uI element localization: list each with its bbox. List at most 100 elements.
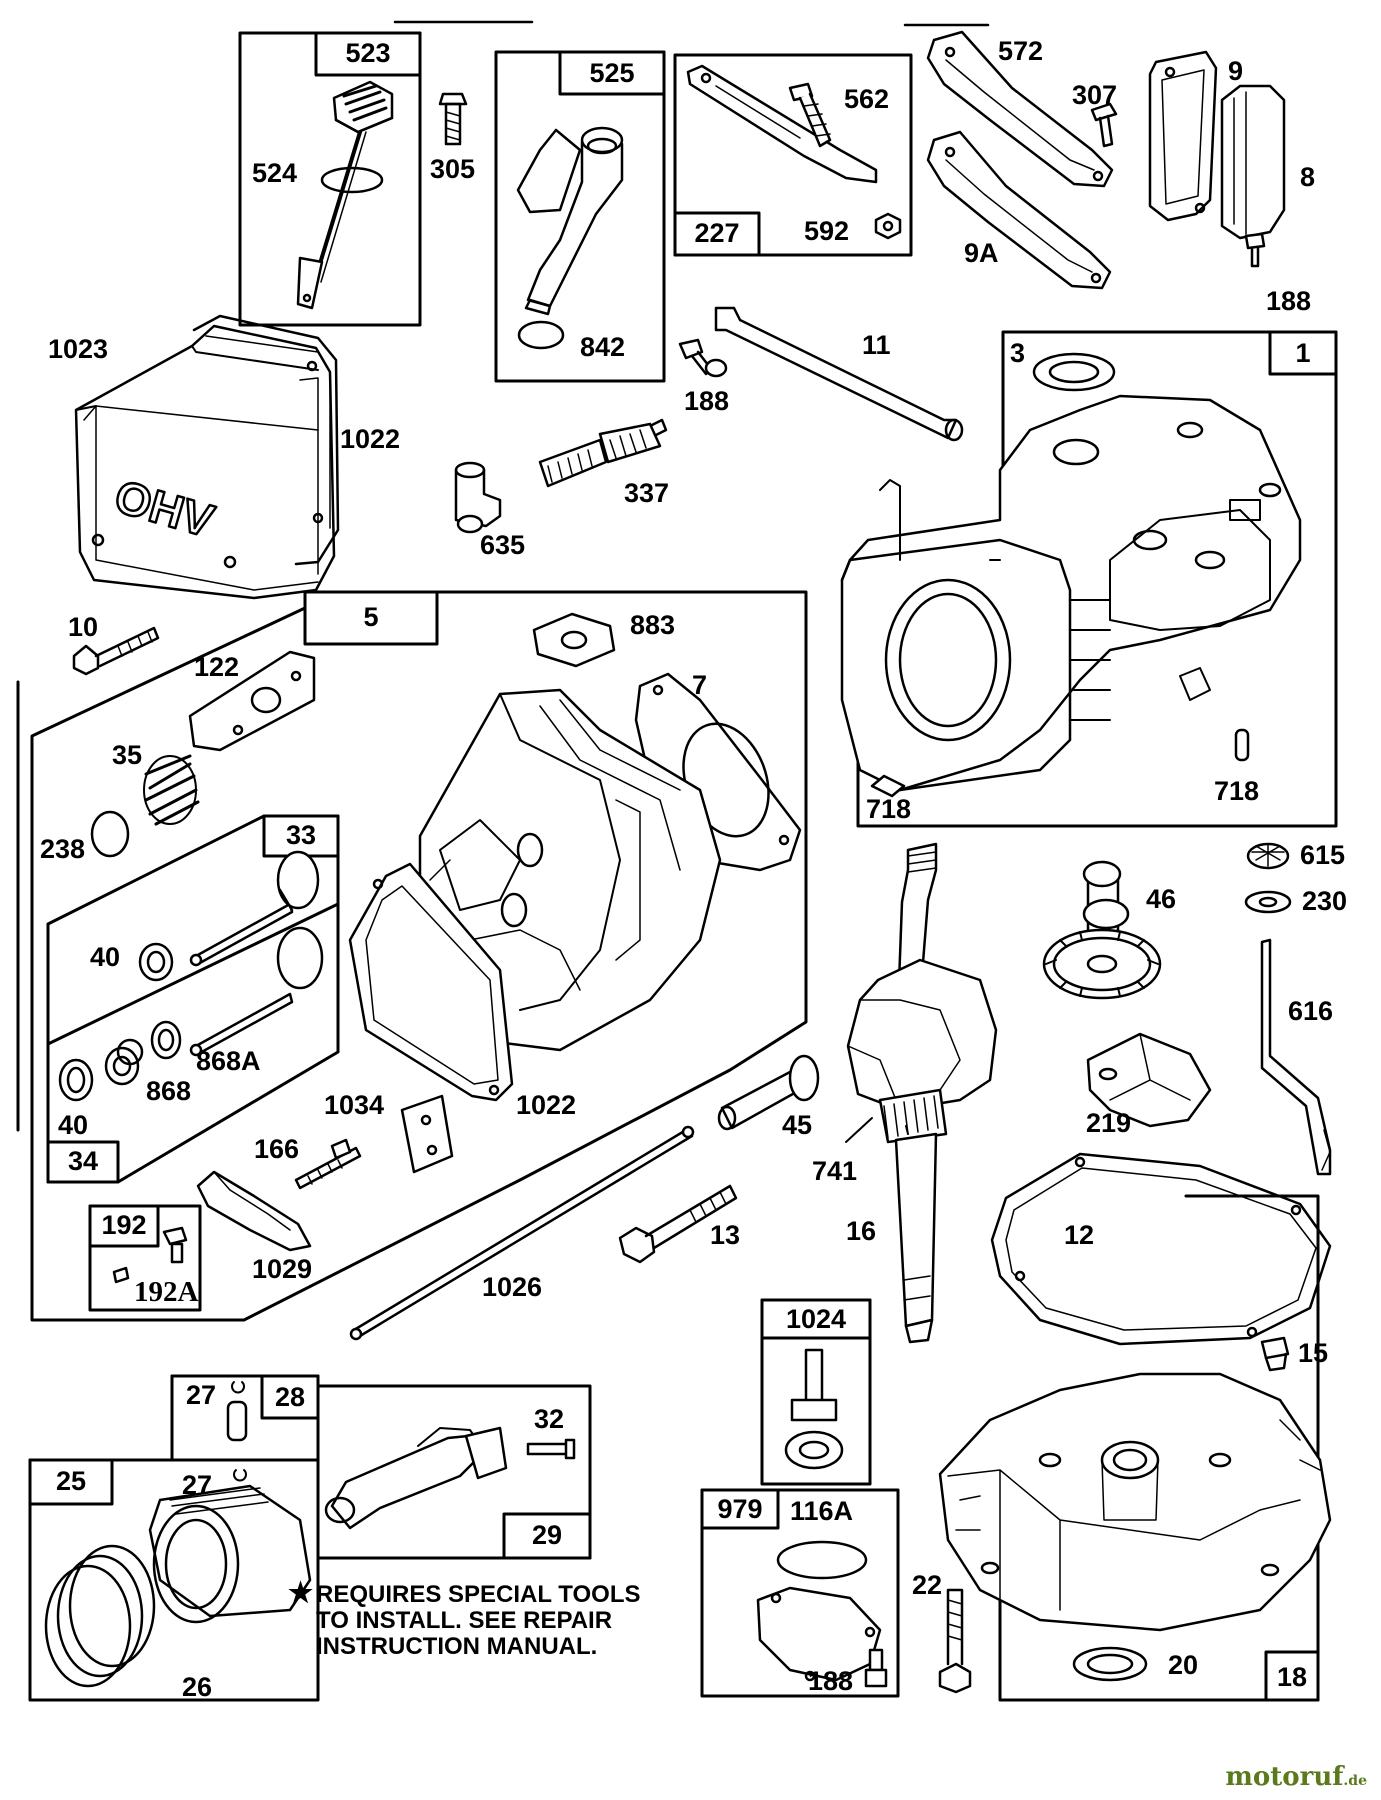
part-label-718-a: 718: [866, 794, 912, 824]
pin-27-part: [226, 1381, 248, 1442]
part-label-27-b: 27: [182, 1470, 213, 1500]
box-5-cylinder-head-group: [16, 590, 808, 1322]
part-label-46: 46: [1146, 884, 1177, 914]
sump-cover-part: [938, 1372, 1332, 1632]
part-label-238: 238: [40, 834, 86, 864]
gasket-12-part: [990, 1152, 1332, 1346]
dowel-pin-718-b: [1234, 728, 1250, 762]
part-label-26: 26: [182, 1672, 213, 1702]
governor-219-part: [1086, 1032, 1212, 1128]
dipstick-part: [296, 80, 394, 310]
note-line-1: REQUIRES SPECIAL TOOLS: [316, 1581, 641, 1608]
elbow-635-part: [454, 461, 502, 534]
plug-15-part: [1260, 1336, 1290, 1372]
retainer-40-a-part: [138, 942, 174, 982]
note-line-2: TO INSTALL. SEE REPAIR: [316, 1607, 613, 1634]
part-label-10: 10: [68, 612, 99, 642]
part-label-741: 741: [812, 1156, 858, 1186]
part-label-20: 20: [1168, 1650, 1199, 1680]
valve-33b-part: [189, 926, 324, 1057]
cap-238-part: [90, 810, 130, 858]
part-label-9A: 9A: [964, 238, 999, 268]
part-label-562: 562: [844, 84, 890, 114]
pushrod-1026-part: [349, 1125, 695, 1341]
box-label-18: 18: [1276, 1662, 1308, 1692]
bolt-32-part: [526, 1438, 576, 1460]
oil-pump-1024-part: [784, 1348, 844, 1470]
part-label-11: 11: [862, 330, 891, 360]
part-label-616: 616: [1288, 996, 1334, 1026]
part-label-883: 883: [630, 610, 676, 640]
oil-fill-tube-part: [516, 126, 624, 350]
bolt-22-part: [938, 1588, 972, 1694]
bolt-305: [438, 92, 468, 146]
part-label-868A: 868A: [196, 1046, 261, 1076]
gasket-572-part: [926, 30, 1114, 188]
part-label-868: 868: [146, 1076, 192, 1106]
box-label-5: 5: [363, 602, 379, 632]
washer-868A-part: [150, 1020, 182, 1060]
special-tools-note: ★ REQUIRES SPECIAL TOOLS TO INSTALL. SEE…: [288, 1579, 641, 1660]
part-label-188-a: 188: [1266, 286, 1312, 316]
box-192-group: [88, 1204, 202, 1312]
part-label-635: 635: [480, 530, 526, 560]
box-979-group: [700, 1488, 900, 1698]
cylinder-block-1-part: [840, 394, 1302, 792]
dowel-pin-718-a: [870, 774, 906, 798]
box-label-1: 1: [1295, 338, 1311, 368]
washer-230-part: [1244, 890, 1292, 914]
star-icon: ★: [288, 1577, 314, 1608]
part-label-13: 13: [710, 1220, 741, 1250]
gasket-1022-b-part: [348, 862, 514, 1102]
cover-8-part: [1220, 84, 1286, 240]
part-label-3: 3: [1010, 338, 1026, 368]
part-label-305: 305: [430, 154, 476, 184]
lever-616-part: [1260, 938, 1332, 1176]
part-label-35: 35: [112, 740, 143, 770]
part-label-12: 12: [1064, 1220, 1095, 1250]
stud-166-part: [294, 1138, 362, 1190]
oring-116A-part: [776, 1540, 868, 1580]
plate-1034-part: [400, 1094, 454, 1174]
part-label-230: 230: [1302, 886, 1348, 916]
retainer-40-b-part: [58, 1058, 94, 1102]
part-label-116A: 116A: [790, 1496, 854, 1526]
spark-plug-337-part: [538, 418, 668, 488]
part-label-524: 524: [252, 158, 298, 188]
bolt-188-c-part: [864, 1648, 888, 1688]
part-label-9: 9: [1228, 56, 1244, 86]
box-label-979: 979: [717, 1494, 763, 1524]
part-label-1022-b: 1022: [516, 1090, 577, 1120]
box-1024-group: [760, 1298, 872, 1486]
camshaft-46-part: [1042, 860, 1162, 1000]
note-line-3: INSTRUCTION MANUAL.: [316, 1633, 598, 1660]
piston-part: [148, 1469, 312, 1624]
breather-tube-11-part: [714, 306, 964, 442]
part-label-219: 219: [1086, 1108, 1132, 1138]
box-label-192: 192: [101, 1210, 147, 1240]
part-label-1026: 1026: [482, 1272, 543, 1302]
watermark-name: motoruf: [1225, 1762, 1344, 1792]
bolt-188-b: [678, 338, 728, 378]
part-label-192A: 192A: [134, 1276, 199, 1308]
part-label-16: 16: [846, 1216, 877, 1246]
box-28-group: [170, 1374, 592, 1562]
bolt-13-part: [618, 1184, 738, 1264]
connecting-rod-29-part: [324, 1426, 508, 1530]
part-label-842: 842: [580, 332, 626, 362]
part-label-307: 307: [1072, 80, 1118, 110]
watermark-logo: motoruf.de: [1225, 1762, 1367, 1792]
bolt-307: [1090, 102, 1118, 148]
piston-rings-26-part: [44, 1544, 156, 1688]
box-523-dipstick-group: [238, 31, 422, 327]
box-227-bracket-group: [673, 53, 913, 257]
valve-33-part: [189, 850, 320, 967]
part-label-572: 572: [998, 36, 1044, 66]
part-label-592: 592: [804, 216, 850, 246]
oil-seal-3-part: [1032, 352, 1116, 392]
crankshaft-16-part: [846, 842, 998, 1344]
bolt-188-a: [1244, 232, 1266, 268]
box-label-1024: 1024: [785, 1304, 847, 1334]
part-label-718-b: 718: [1214, 776, 1260, 806]
box-25-piston-group: [28, 1458, 320, 1702]
